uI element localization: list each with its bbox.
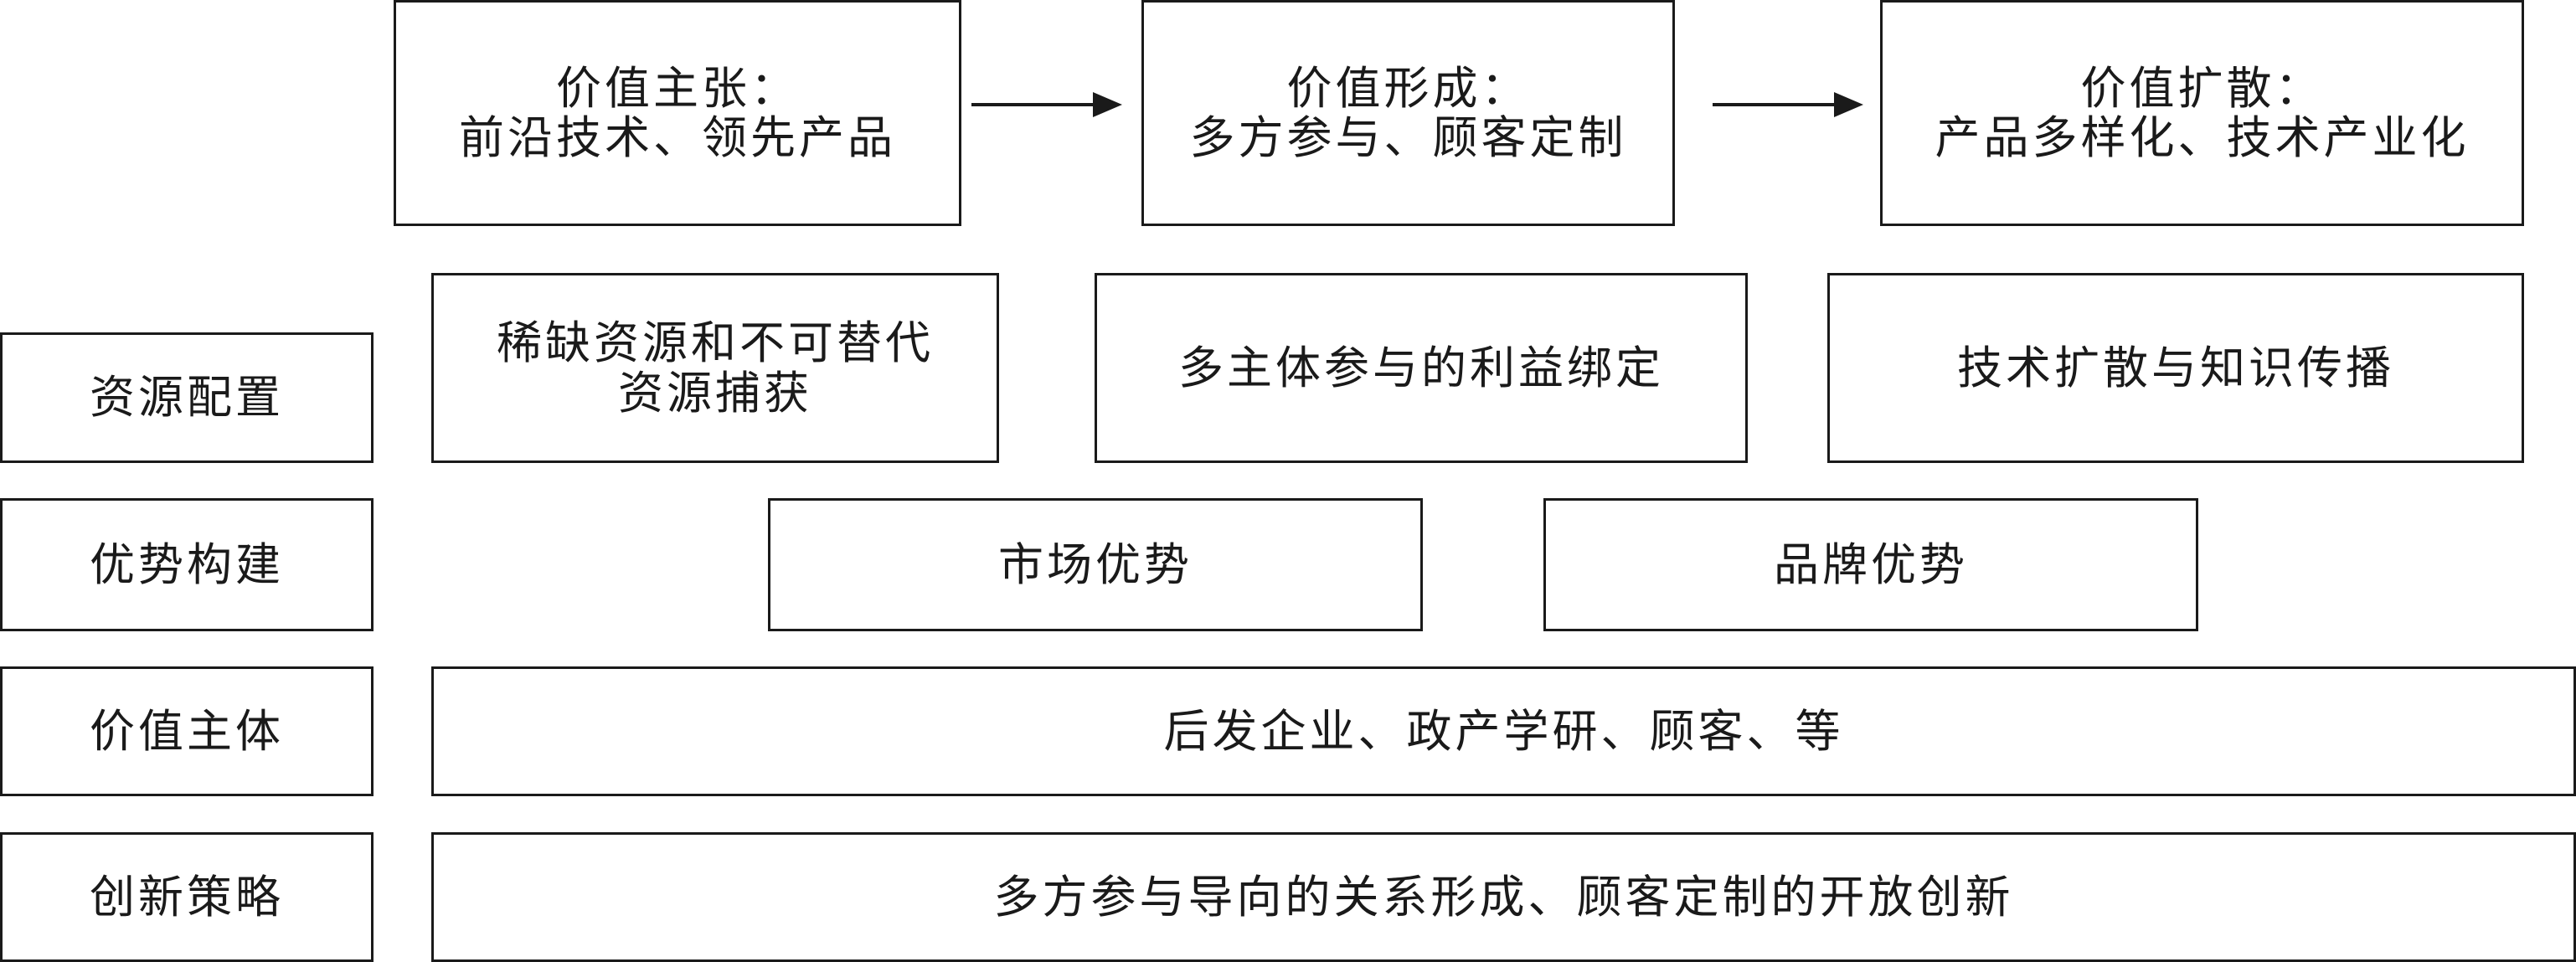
- innovation-strategy-text: 多方参与导向的关系形成、顾客定制的开放创新: [993, 870, 2014, 923]
- row-label-text: 资源配置: [90, 371, 284, 424]
- resource-text-line2: 资源捕获: [618, 366, 812, 419]
- stage-subtitle: 多方参与、顾客定制: [1189, 111, 1627, 164]
- stage-title: 价值形成：: [1286, 61, 1530, 115]
- resource-box-interest-binding: 多主体参与的利益绑定: [1095, 273, 1748, 463]
- advantage-box-brand: 品牌优势: [1543, 498, 2198, 631]
- stage-subtitle: 前沿技术、领先产品: [459, 111, 896, 164]
- stage-title: 价值扩散：: [2080, 61, 2324, 115]
- resource-box-technology-diffusion: 技术扩散与知识传播: [1827, 273, 2524, 463]
- advantage-box-market: 市场优势: [768, 498, 1423, 631]
- row-label-advantage-building: 优势构建: [0, 498, 374, 631]
- stage-subtitle: 产品多样化、技术产业化: [1935, 111, 2470, 164]
- row-label-text: 优势构建: [90, 538, 284, 591]
- value-subjects-box: 后发企业、政产学研、顾客、等: [431, 666, 2576, 796]
- stage-title: 价值主张：: [556, 61, 799, 115]
- advantage-text: 市场优势: [998, 538, 1193, 591]
- row-label-text: 价值主体: [90, 704, 284, 758]
- row-label-value-subjects: 价值主体: [0, 666, 374, 796]
- stage-box-value-formation: 价值形成： 多方参与、顾客定制: [1141, 0, 1675, 226]
- value-subjects-text: 后发企业、政产学研、顾客、等: [1163, 704, 1844, 758]
- row-label-text: 创新策略: [90, 870, 284, 923]
- stage-box-value-proposition: 价值主张： 前沿技术、领先产品: [394, 0, 961, 226]
- resource-text-line1: 技术扩散与知识传播: [1957, 341, 2394, 394]
- arrow-right-icon: [1713, 92, 1863, 117]
- stage-box-value-diffusion: 价值扩散： 产品多样化、技术产业化: [1880, 0, 2524, 226]
- innovation-strategy-box: 多方参与导向的关系形成、顾客定制的开放创新: [431, 832, 2576, 962]
- row-label-resource-allocation: 资源配置: [0, 332, 374, 463]
- resource-box-scarce-resources: 稀缺资源和不可替代 资源捕获: [431, 273, 999, 463]
- resource-text-line1: 多主体参与的利益绑定: [1178, 341, 1664, 394]
- resource-text-line1: 稀缺资源和不可替代: [497, 316, 934, 370]
- row-label-innovation-strategy: 创新策略: [0, 832, 374, 962]
- arrow-right-icon: [971, 92, 1122, 117]
- advantage-text: 品牌优势: [1774, 538, 1968, 591]
